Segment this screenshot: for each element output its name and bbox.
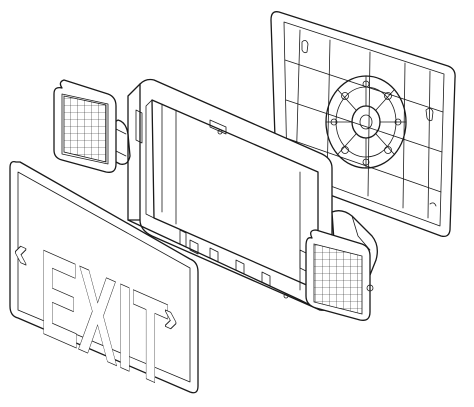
left-chevron: ‹ <box>14 226 27 277</box>
right-lamp-head <box>305 210 378 321</box>
mounting-bracket <box>325 75 407 169</box>
exit-face-plate: EXIT ‹ › <box>9 160 199 407</box>
right-chevron: › <box>164 292 177 343</box>
left-lamp-head <box>53 79 131 173</box>
